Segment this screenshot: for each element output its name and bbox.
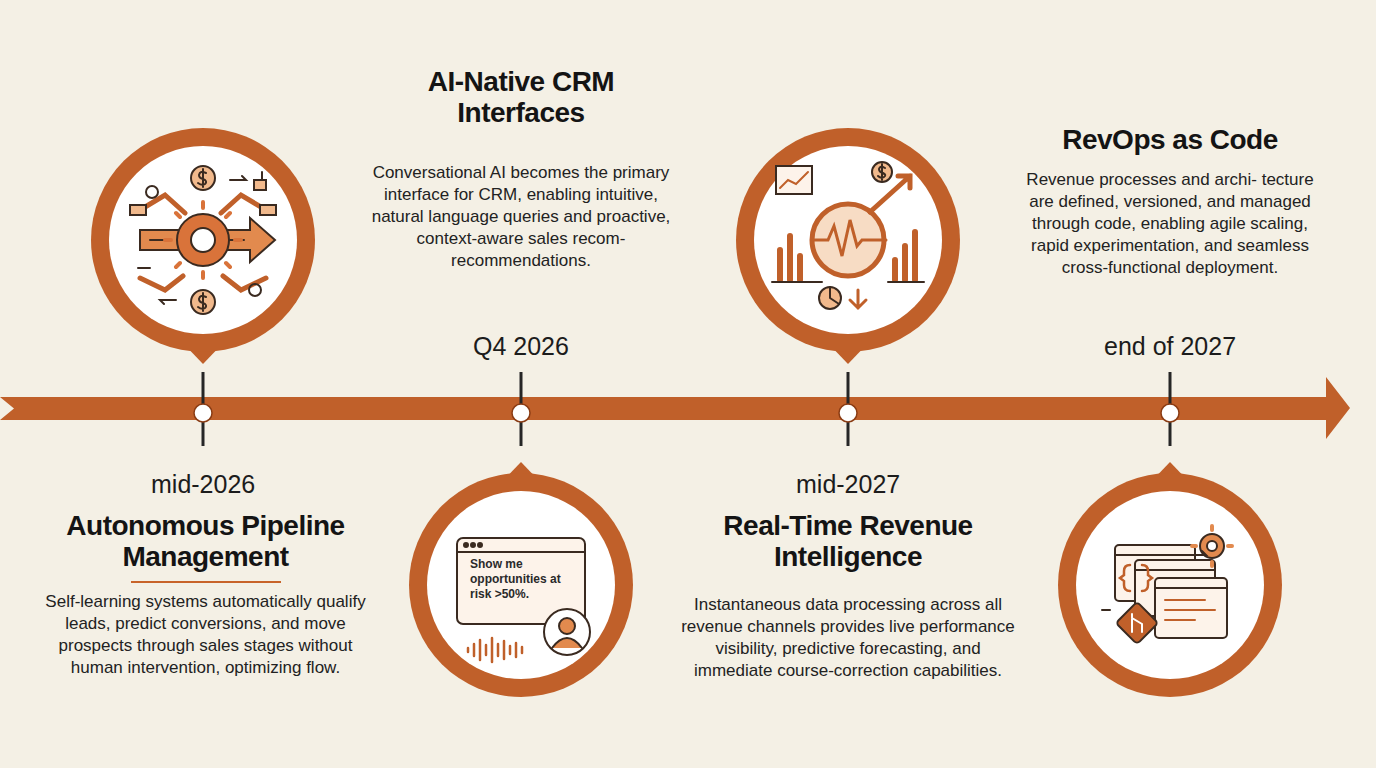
code-icon [1132, 614, 1142, 632]
pipeline-icon [191, 166, 215, 190]
analytics-icon [780, 172, 808, 188]
pipeline-icon [140, 195, 266, 213]
pipeline-icon [130, 205, 146, 215]
timeline-dot [194, 404, 1179, 422]
milestone-description: Revenue processes and archi- tecture are… [1022, 169, 1318, 279]
chat-query: Show me opportunities at risk >50%. [470, 557, 570, 602]
milestone-heading: Real-Time Revenue Intelligence [680, 510, 1016, 572]
timeline-tick [203, 372, 1170, 446]
milestone-date: mid-2027 [796, 470, 900, 499]
code-icon [1115, 555, 1227, 588]
heading-underline [131, 581, 281, 583]
analytics-icon [772, 162, 924, 309]
analytics-icon [895, 232, 915, 280]
pipeline-icon [140, 276, 266, 290]
analytics-icon [819, 287, 841, 309]
chat-icon [552, 638, 582, 648]
milestone-date: Q4 2026 [473, 332, 569, 361]
code-icon [1102, 551, 1206, 610]
pin-marker [1076, 491, 1264, 679]
analytics-icon [870, 176, 910, 212]
milestone-description: Conversational AI becomes the primary in… [371, 162, 671, 272]
timeline-dot [512, 404, 530, 422]
pin-marker [1058, 473, 1282, 697]
code-icon [1192, 526, 1232, 566]
pipeline-icon [138, 172, 262, 304]
pipeline-icon [249, 284, 261, 296]
code-icon [1207, 541, 1217, 551]
milestone-heading: AI-Native CRM Interfaces [371, 66, 671, 128]
pipeline-icon [260, 205, 276, 215]
milestone-block: Real-Time Revenue IntelligenceInstantane… [680, 510, 1016, 686]
chat-icon [464, 543, 468, 547]
chat-icon [471, 543, 475, 547]
analytics-icon [830, 287, 839, 304]
chat-icon [457, 551, 585, 553]
pipeline-icon [146, 186, 158, 198]
analytics-icon [878, 164, 885, 180]
chat-icon [457, 538, 590, 662]
pipeline-icon [191, 290, 215, 314]
pin-marker [754, 146, 942, 334]
milestone-description: Self-learning systems automatically qual… [38, 591, 373, 679]
code-icon [1165, 600, 1215, 620]
pin-marker [427, 491, 615, 679]
analytics-icon [872, 162, 892, 182]
milestone-date: end of 2027 [1104, 332, 1236, 361]
pipeline-icon [177, 214, 229, 266]
chat-icon [544, 609, 590, 655]
pin-marker [91, 128, 315, 352]
timeline-dot [1161, 404, 1179, 422]
analytics-icon [814, 220, 886, 256]
milestone-description: Instantaneous data processing across all… [680, 594, 1016, 682]
pin-marker [736, 128, 960, 352]
pin-marker [409, 473, 633, 697]
milestone-date: mid-2026 [151, 470, 255, 499]
milestone-heading: Autonomous Pipeline Management [38, 510, 373, 572]
analytics-icon [850, 290, 866, 308]
analytics-icon [772, 281, 924, 283]
pipeline-icon [254, 180, 266, 190]
milestone-heading: RevOps as Code [1022, 124, 1318, 155]
pin-marker [91, 128, 1282, 697]
pipeline-icon [198, 169, 206, 187]
timeline-dot [839, 404, 857, 422]
pipeline-icon [198, 293, 206, 311]
code-icon [1116, 602, 1158, 644]
chat-icon [559, 618, 575, 634]
code-icon [1120, 565, 1152, 591]
pipeline-icon [191, 228, 215, 252]
pin-marker [109, 146, 297, 334]
pipeline-icon [165, 202, 241, 278]
milestone-block: RevOps as CodeRevenue processes and arch… [1022, 124, 1318, 283]
chat-icon [468, 638, 522, 662]
analytics-icon [780, 236, 800, 280]
timeline-dot [194, 404, 212, 422]
milestone-block: AI-Native CRM InterfacesConversational A… [371, 66, 671, 276]
milestone-block: Autonomous Pipeline ManagementSelf-learn… [38, 510, 373, 683]
analytics-icon [776, 166, 812, 194]
pipeline-icon [130, 166, 276, 314]
chat-icon [478, 543, 482, 547]
code-icon [1102, 526, 1232, 644]
